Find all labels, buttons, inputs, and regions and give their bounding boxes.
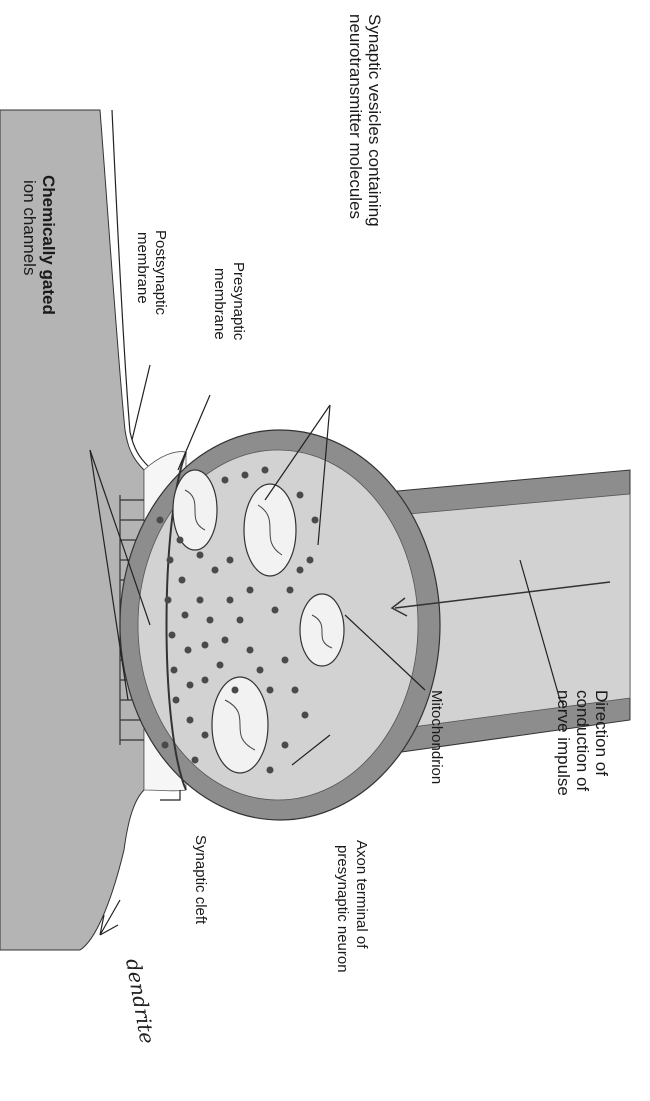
label-mitochondrion: Mitochondrion bbox=[428, 690, 445, 784]
label-direction-line2: conduction of bbox=[573, 690, 592, 791]
label-postsyn-line1: Postsynaptic bbox=[152, 230, 169, 316]
label-presyn-line2: membrane bbox=[211, 268, 228, 340]
label-axon-line2: presynaptic neuron bbox=[334, 845, 351, 973]
label-presyn-line1: Presynaptic bbox=[230, 262, 247, 341]
label-postsyn-line2: membrane bbox=[134, 232, 151, 304]
label-chem-line2: ion channels bbox=[20, 180, 39, 275]
label-dendrite: dendrite bbox=[121, 957, 160, 1046]
label-direction-line1: Direction of bbox=[592, 690, 611, 776]
label-chem-line1: Chemically gated bbox=[39, 175, 58, 315]
label-direction-line3: nerve impulse bbox=[554, 690, 573, 796]
label-vesicles-line1: Synaptic vesicles containing bbox=[365, 14, 384, 227]
label-axon-line1: Axon terminal of bbox=[353, 840, 370, 949]
label-cleft: Synaptic cleft bbox=[192, 835, 209, 925]
label-vesicles-line2: neurotransmitter molecules bbox=[346, 14, 365, 219]
